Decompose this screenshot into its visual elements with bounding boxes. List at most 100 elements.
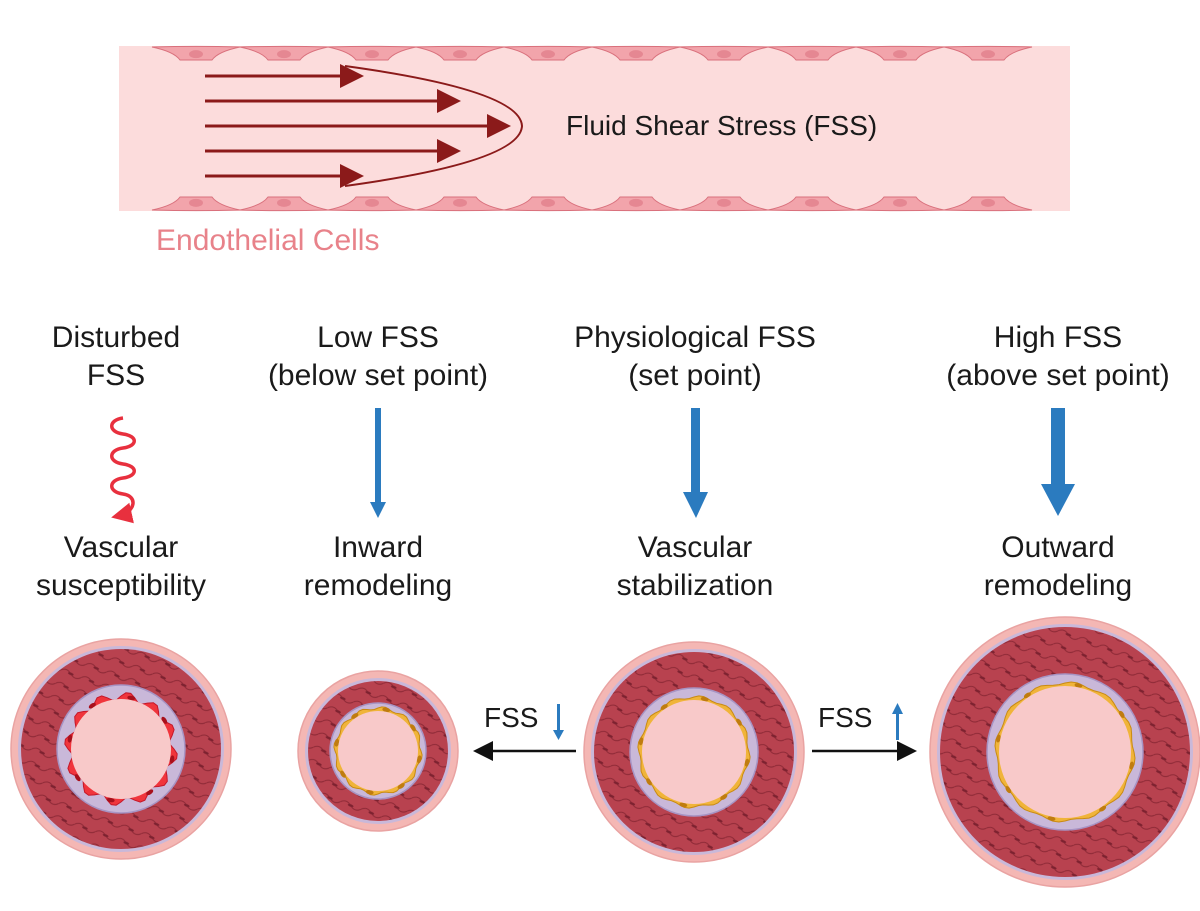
lumen bbox=[999, 686, 1131, 818]
outcome-line2: stabilization bbox=[616, 569, 774, 602]
cross-section-outward bbox=[929, 616, 1200, 888]
condition-physio-label: Physiological FSS (set point) bbox=[545, 319, 845, 395]
endothelial-cell bbox=[943, 45, 1033, 61]
ec-nucleus bbox=[720, 794, 728, 800]
ec-nucleus bbox=[169, 755, 175, 764]
lumen bbox=[642, 700, 746, 804]
outcome-high-label: Outward remodeling bbox=[958, 529, 1158, 605]
cell-nucleus bbox=[981, 198, 995, 207]
ec-nucleus bbox=[679, 802, 688, 808]
outcome-line1: Vascular bbox=[63, 531, 179, 564]
endothelial-cell bbox=[679, 45, 769, 61]
endothelial-cells-bottom bbox=[151, 196, 1033, 212]
endothelial-cells-label: Endothelial Cells bbox=[156, 224, 380, 257]
endothelial-cell bbox=[943, 196, 1033, 212]
ec-nucleus bbox=[744, 758, 750, 767]
endothelial-cell bbox=[679, 196, 769, 212]
endothelial-cell bbox=[327, 45, 417, 61]
cell-nucleus bbox=[629, 50, 643, 59]
cell-nucleus bbox=[189, 50, 203, 59]
ec-nucleus bbox=[996, 734, 1001, 743]
down-arrow-icon bbox=[370, 408, 386, 518]
ec-nucleus bbox=[660, 704, 668, 710]
ec-nucleus bbox=[146, 789, 154, 796]
cell-nucleus bbox=[717, 198, 731, 207]
endothelial-cell bbox=[591, 196, 681, 212]
ec-nucleus bbox=[88, 702, 96, 709]
ec-nucleus bbox=[1099, 805, 1107, 812]
lumen bbox=[71, 699, 171, 799]
cell-nucleus bbox=[805, 198, 819, 207]
endothelial-cell bbox=[503, 196, 593, 212]
ec-nucleus bbox=[1129, 761, 1134, 770]
cell-nucleus bbox=[189, 198, 203, 207]
ec-nucleus bbox=[397, 783, 405, 789]
cell-nucleus bbox=[453, 50, 467, 59]
ec-nucleus bbox=[74, 774, 81, 782]
ec-nucleus bbox=[410, 724, 416, 732]
condition-line2: (below set point) bbox=[267, 359, 489, 392]
endothelial-cell bbox=[855, 196, 945, 212]
ec-nucleus bbox=[382, 707, 391, 713]
endothelial-cell bbox=[151, 45, 241, 61]
cell-nucleus bbox=[981, 50, 995, 59]
ec-nucleus bbox=[340, 770, 346, 778]
cell-nucleus bbox=[365, 50, 379, 59]
ec-nucleus bbox=[334, 738, 340, 747]
cell-nucleus bbox=[277, 50, 291, 59]
ec-nucleus bbox=[161, 716, 168, 724]
endothelial-cells-top bbox=[151, 45, 1033, 61]
endothelial-cell bbox=[239, 196, 329, 212]
cross-section-inward bbox=[297, 670, 459, 832]
outcome-line1: Vascular bbox=[637, 531, 753, 564]
endothelial-cell bbox=[151, 196, 241, 212]
condition-line1: High FSS bbox=[993, 321, 1123, 354]
ec-nucleus bbox=[736, 718, 742, 726]
cell-nucleus bbox=[541, 198, 555, 207]
cell-nucleus bbox=[453, 198, 467, 207]
small-up-arrow-icon bbox=[892, 703, 903, 740]
outcome-line1: Inward bbox=[332, 531, 424, 564]
condition-disturbed-label: Disturbed FSS bbox=[16, 319, 216, 395]
ec-nucleus bbox=[1047, 816, 1056, 821]
down-arrow-icon bbox=[683, 408, 708, 518]
spiral-arrow-icon bbox=[110, 416, 136, 524]
ec-nucleus bbox=[638, 737, 644, 746]
ec-nucleus bbox=[646, 778, 652, 786]
endothelial-cell bbox=[327, 196, 417, 212]
endothelial-cell bbox=[855, 45, 945, 61]
outcome-low-label: Inward remodeling bbox=[278, 529, 478, 605]
cross-section-stabilized bbox=[583, 641, 805, 863]
cell-nucleus bbox=[805, 50, 819, 59]
ec-nucleus bbox=[1005, 786, 1012, 794]
transition-arrows bbox=[473, 703, 917, 761]
cross-section-disturbed bbox=[10, 638, 232, 860]
fss-increase-label: FSS bbox=[818, 702, 873, 733]
velocity-profile bbox=[344, 65, 524, 187]
vessel-segment bbox=[119, 45, 1070, 212]
condition-line2: FSS bbox=[86, 359, 146, 392]
down-arrow-icon bbox=[1041, 408, 1075, 516]
ec-nucleus bbox=[365, 789, 374, 795]
condition-low-label: Low FSS (below set point) bbox=[238, 319, 518, 395]
endothelial-cell bbox=[767, 196, 857, 212]
ec-nucleus bbox=[127, 695, 136, 701]
ec-nucleus bbox=[1118, 710, 1125, 718]
ec-nucleus bbox=[351, 713, 359, 719]
lumen bbox=[338, 711, 418, 791]
vessel-cross-sections bbox=[10, 616, 1200, 888]
cell-nucleus bbox=[893, 198, 907, 207]
endothelial-cell bbox=[415, 45, 505, 61]
ec-nucleus bbox=[1074, 683, 1083, 688]
condition-high-label: High FSS (above set point) bbox=[922, 319, 1194, 395]
vessel-lumen bbox=[119, 46, 1070, 211]
ec-nucleus bbox=[700, 696, 709, 702]
small-down-arrow-icon bbox=[553, 704, 564, 740]
fss-title: Fluid Shear Stress (FSS) bbox=[566, 110, 878, 141]
ec-nucleus bbox=[106, 797, 115, 803]
cell-nucleus bbox=[629, 198, 643, 207]
fss-decrease-label: FSS bbox=[484, 702, 539, 733]
outcome-line2: remodeling bbox=[303, 569, 453, 602]
